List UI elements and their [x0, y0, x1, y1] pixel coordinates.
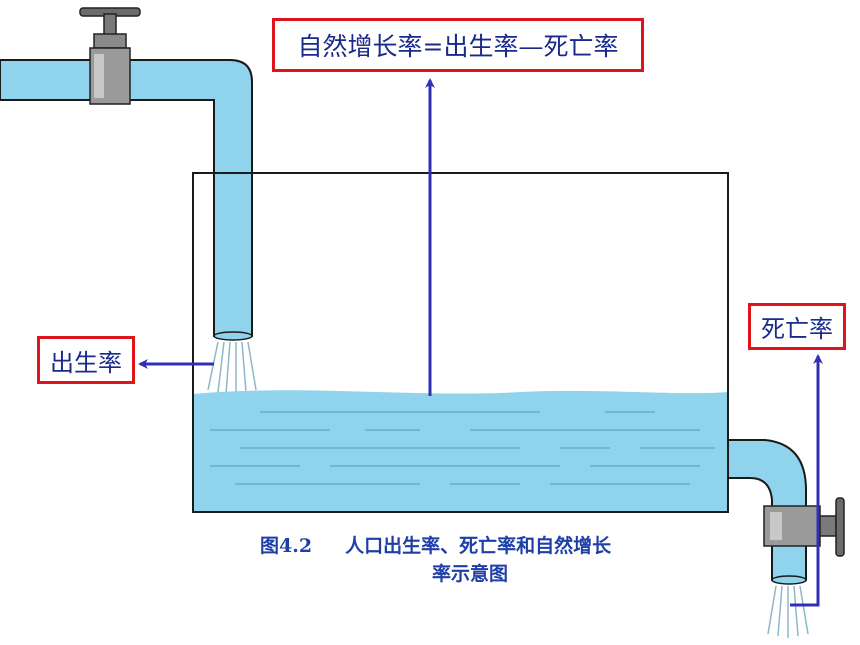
inlet-water-stream	[207, 341, 257, 395]
water-tank-icon	[192, 172, 729, 513]
figure-number: 图4.2	[260, 535, 313, 557]
inlet-faucet-icon	[79, 7, 141, 105]
figure-caption: 图4.2 人口出生率、死亡率和自然增长 率示意图	[250, 532, 690, 588]
caption-line-2: 率示意图	[431, 563, 508, 585]
natural-growth-formula-label: 自然增长率=出生率—死亡率	[272, 18, 644, 72]
caption-line-1: 图4.2 人口出生率、死亡率和自然增长	[250, 532, 690, 560]
outlet-water-stream	[767, 585, 809, 638]
inlet-pipe	[0, 59, 253, 341]
death-rate-arrow	[790, 354, 823, 607]
outlet-faucet-icon	[763, 497, 845, 557]
birth-rate-label: 出生率	[37, 336, 135, 384]
death-rate-label: 死亡率	[748, 303, 846, 350]
caption-title-part-1: 人口出生率、死亡率和自然增长	[345, 535, 612, 557]
